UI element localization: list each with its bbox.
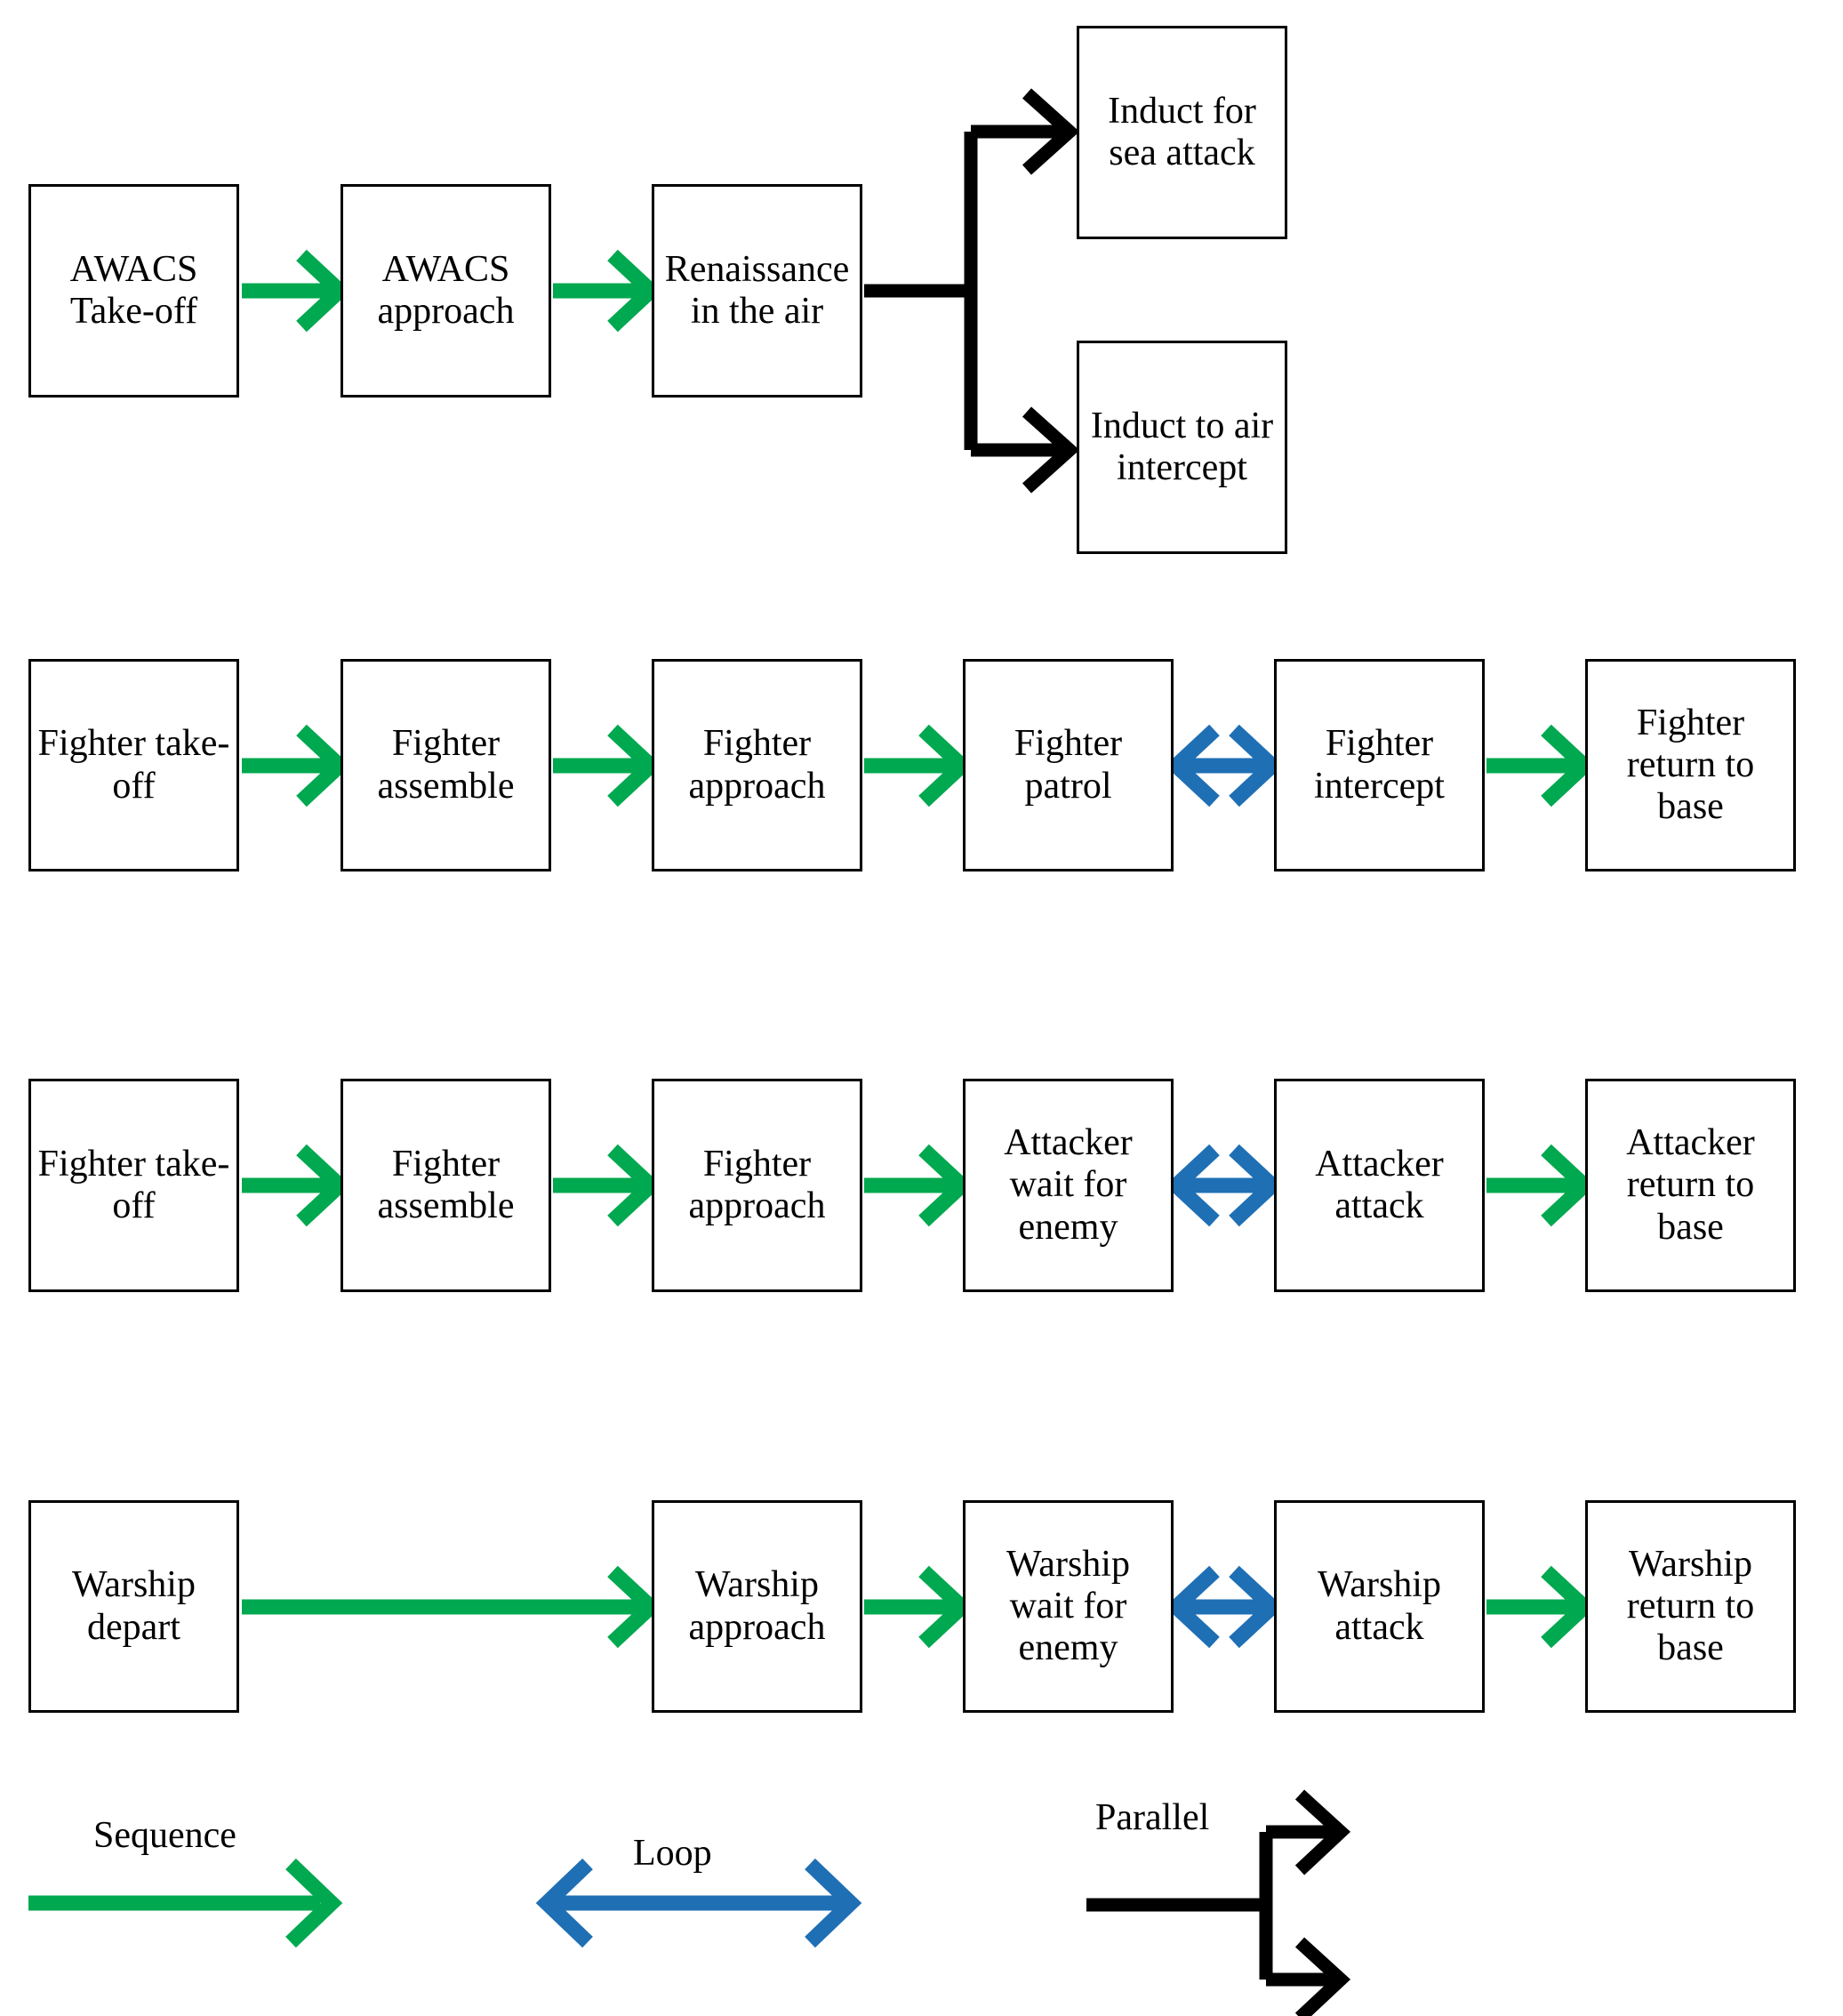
node-warship-attack[interactable]: Warship attack — [1274, 1500, 1485, 1713]
node-fighter-take-off-2[interactable]: Fighter take-off — [28, 1079, 239, 1292]
node-label: Attacker return to base — [1626, 1122, 1755, 1248]
node-induct-for-sea-attack[interactable]: Induct for sea attack — [1077, 26, 1287, 239]
node-label: Fighter return to base — [1626, 702, 1755, 828]
node-label: Fighter assemble — [377, 723, 515, 807]
node-label: AWACS Take-off — [69, 248, 198, 332]
sequence-arrow-warship-depart-to-approach — [242, 1565, 662, 1649]
node-label: Induct to air intercept — [1090, 405, 1274, 488]
loop-arrow-attacker-wait-attack — [1165, 1144, 1284, 1227]
legend-loop-icon — [535, 1858, 862, 1948]
parallel-split-renaissance — [864, 88, 1080, 494]
node-attacker-attack[interactable]: Attacker attack — [1274, 1079, 1485, 1292]
node-induct-to-air-intercept[interactable]: Induct to air intercept — [1077, 341, 1287, 554]
node-fighter-approach-1[interactable]: Fighter approach — [652, 659, 862, 871]
node-fighter-take-off-1[interactable]: Fighter take-off — [28, 659, 239, 871]
sequence-arrow-fighter-takeoff-to-assemble — [242, 724, 351, 807]
sequence-arrow-attacker-attack-to-return — [1486, 1144, 1596, 1227]
node-label: Fighter assemble — [377, 1143, 515, 1226]
node-warship-approach[interactable]: Warship approach — [652, 1500, 862, 1713]
sequence-arrow-fighter-approach-to-patrol — [864, 724, 974, 807]
node-warship-return-to-base[interactable]: Warship return to base — [1585, 1500, 1796, 1713]
legend-sequence-icon — [28, 1858, 343, 1948]
node-label: Fighter approach — [688, 1143, 826, 1226]
sequence-arrow-fighter-intercept-to-return — [1486, 724, 1596, 807]
node-fighter-return-to-base[interactable]: Fighter return to base — [1585, 659, 1796, 871]
node-label: Warship return to base — [1626, 1543, 1755, 1669]
node-attacker-return-to-base[interactable]: Attacker return to base — [1585, 1079, 1796, 1292]
node-label: Warship approach — [688, 1564, 826, 1648]
node-warship-wait-for-enemy[interactable]: Warship wait for enemy — [963, 1500, 1174, 1713]
node-label: Induct for sea attack — [1108, 90, 1256, 173]
node-label: Fighter intercept — [1314, 723, 1445, 807]
loop-arrow-warship-wait-attack — [1165, 1565, 1284, 1649]
node-fighter-assemble-1[interactable]: Fighter assemble — [341, 659, 551, 871]
sequence-arrow-fighter-approach2-to-attacker-wait — [864, 1144, 974, 1227]
sequence-arrow-awacs-approach-to-renaissance — [553, 249, 662, 333]
node-awacs-takeoff[interactable]: AWACS Take-off — [28, 184, 239, 398]
node-warship-depart[interactable]: Warship depart — [28, 1500, 239, 1713]
legend-label-loop: Loop — [633, 1833, 712, 1874]
node-renaissance-in-the-air[interactable]: Renaissance in the air — [652, 184, 862, 398]
node-label: Fighter approach — [688, 723, 826, 807]
node-label: Warship wait for enemy — [1006, 1543, 1130, 1669]
node-label: Warship depart — [72, 1564, 196, 1648]
node-label: Renaissance in the air — [664, 248, 850, 332]
node-label: Attacker attack — [1315, 1143, 1444, 1226]
loop-arrow-fighter-patrol-intercept — [1165, 724, 1284, 807]
node-label: Fighter take-off — [37, 1143, 230, 1226]
node-attacker-wait-for-enemy[interactable]: Attacker wait for enemy — [963, 1079, 1174, 1292]
node-awacs-approach[interactable]: AWACS approach — [341, 184, 551, 398]
node-fighter-approach-2[interactable]: Fighter approach — [652, 1079, 862, 1292]
legend-label-sequence: Sequence — [93, 1815, 236, 1856]
sequence-arrow-warship-approach-to-wait — [864, 1565, 974, 1649]
node-fighter-patrol[interactable]: Fighter patrol — [963, 659, 1174, 871]
sequence-arrow-warship-attack-to-return — [1486, 1565, 1596, 1649]
node-label: Warship attack — [1318, 1564, 1441, 1648]
sequence-arrow-awacs-takeoff-to-approach — [242, 249, 351, 333]
sequence-arrow-fighter-assemble2-to-approach2 — [553, 1144, 662, 1227]
node-label: Attacker wait for enemy — [1004, 1122, 1133, 1248]
node-label: Fighter patrol — [1014, 723, 1123, 807]
node-label: AWACS approach — [377, 248, 515, 332]
legend-label-parallel: Parallel — [1095, 1797, 1210, 1838]
node-fighter-assemble-2[interactable]: Fighter assemble — [341, 1079, 551, 1292]
sequence-arrow-fighter-takeoff2-to-assemble2 — [242, 1144, 351, 1227]
node-label: Fighter take-off — [37, 723, 230, 807]
node-fighter-intercept[interactable]: Fighter intercept — [1274, 659, 1485, 871]
sequence-arrow-fighter-assemble-to-approach — [553, 724, 662, 807]
